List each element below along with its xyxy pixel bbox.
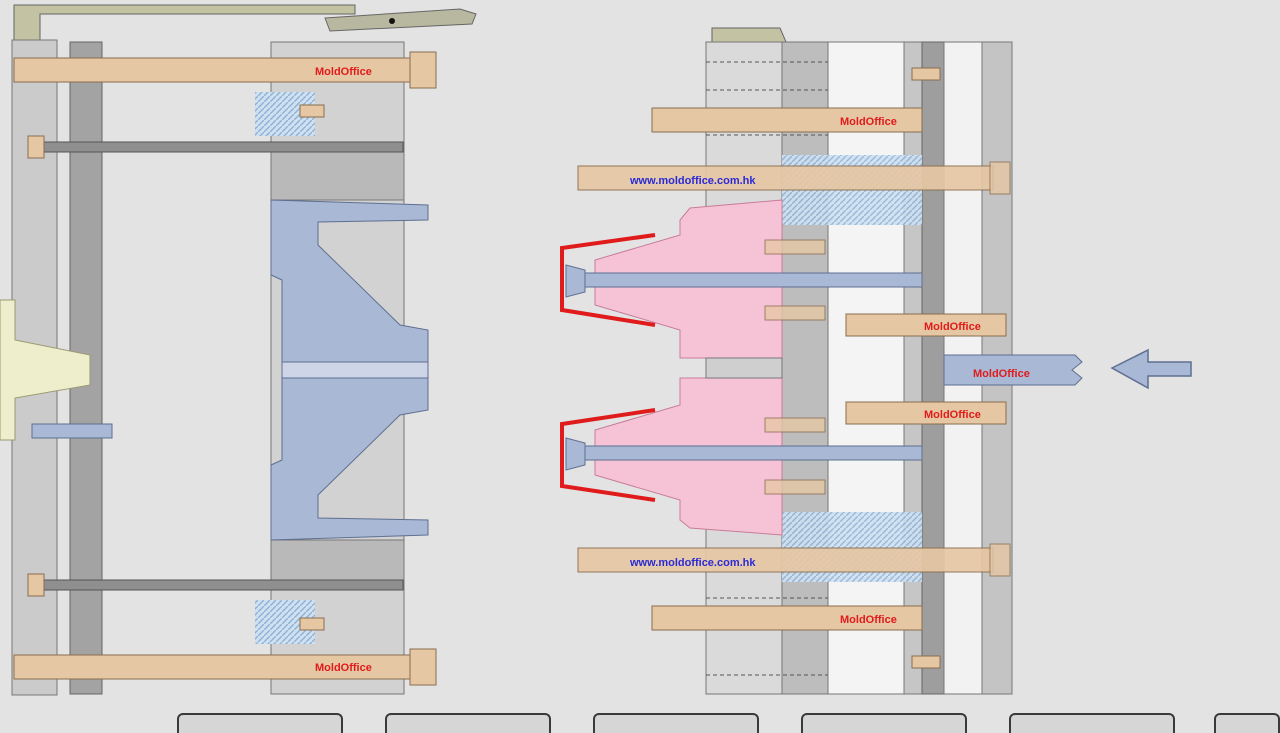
latch-pin bbox=[389, 18, 395, 24]
ejector-pin-lower bbox=[571, 445, 923, 461]
bottom-tab-3[interactable] bbox=[593, 713, 759, 733]
bolt-right-4 bbox=[845, 401, 1007, 425]
url-label-top: www.moldoffice.com.hk bbox=[629, 175, 756, 187]
ejector-pin-lower-tip bbox=[565, 437, 586, 471]
screw-right-top bbox=[911, 67, 941, 81]
core-plate-right bbox=[781, 41, 829, 695]
bolt-label-knockout: MoldOffice bbox=[973, 368, 1030, 380]
ejector-pin-upper bbox=[571, 272, 923, 288]
bolt-right-6 bbox=[651, 605, 923, 631]
ejector-plate-a bbox=[903, 41, 923, 695]
cavity-separator bbox=[705, 357, 783, 379]
sprue-bushing bbox=[0, 299, 91, 441]
bolt-label-right-1: MoldOffice bbox=[840, 116, 897, 128]
bolt-right-3 bbox=[845, 313, 1007, 337]
latch-arm bbox=[13, 4, 356, 41]
right-mold-half: MoldOffice MoldOffice www.moldoffice.com… bbox=[560, 27, 1083, 695]
bottom-tab-4[interactable] bbox=[801, 713, 967, 733]
screw-left-top bbox=[299, 104, 325, 118]
ejector-pin-upper-tip bbox=[565, 264, 586, 298]
bolt-right-2 bbox=[577, 165, 994, 191]
screw-right-bottom bbox=[911, 655, 941, 669]
core-insert-lower bbox=[270, 377, 429, 541]
latch-block-right bbox=[711, 27, 787, 43]
guide-rod-top bbox=[27, 141, 404, 153]
support-plate-right bbox=[827, 41, 905, 695]
cavity-plate-band-top bbox=[270, 149, 405, 201]
screw-right-1 bbox=[764, 239, 826, 255]
bottom-tab-6[interactable] bbox=[1214, 713, 1280, 733]
core-insert-upper bbox=[270, 199, 429, 363]
bolt-label-right-6: MoldOffice bbox=[840, 614, 897, 626]
url-label-bottom: www.moldoffice.com.hk bbox=[629, 557, 756, 569]
screw-right-2 bbox=[764, 305, 826, 321]
long-bolt-top-head bbox=[409, 51, 437, 89]
guide-rod-top-head bbox=[27, 135, 45, 159]
bolt-right-1 bbox=[651, 107, 923, 133]
bottom-tab-5[interactable] bbox=[1009, 713, 1175, 733]
core-insert-gap bbox=[281, 361, 429, 379]
long-bolt-bottom-head bbox=[409, 648, 437, 686]
bottom-tab-1[interactable] bbox=[177, 713, 343, 733]
return-pin-left bbox=[31, 423, 113, 439]
molded-part-lower bbox=[560, 408, 656, 502]
long-bolt-bottom bbox=[13, 654, 415, 680]
screw-right-4 bbox=[764, 479, 826, 495]
molded-part-upper bbox=[560, 233, 656, 327]
knockout-rod bbox=[943, 354, 1083, 386]
left-mold-half: MoldOffice MoldOffice bbox=[0, 4, 477, 696]
bolt-label-right-4: MoldOffice bbox=[924, 409, 981, 421]
guide-rod-bottom bbox=[27, 579, 404, 591]
guide-rod-bottom-head bbox=[27, 573, 45, 597]
bottom-tab-2[interactable] bbox=[385, 713, 551, 733]
ejector-plate-b bbox=[921, 41, 945, 695]
left-arrow-icon bbox=[1110, 348, 1192, 390]
bolt-label-left-top: MoldOffice bbox=[315, 66, 372, 78]
latch-hook bbox=[324, 8, 477, 32]
screw-left-bottom bbox=[299, 617, 325, 631]
bolt-label-right-3: MoldOffice bbox=[924, 321, 981, 333]
bolt-label-left-bottom: MoldOffice bbox=[315, 662, 372, 674]
bolt-right-5-head bbox=[989, 543, 1011, 577]
bolt-right-2-head bbox=[989, 161, 1011, 195]
long-bolt-top bbox=[13, 57, 415, 83]
screw-right-3 bbox=[764, 417, 826, 433]
